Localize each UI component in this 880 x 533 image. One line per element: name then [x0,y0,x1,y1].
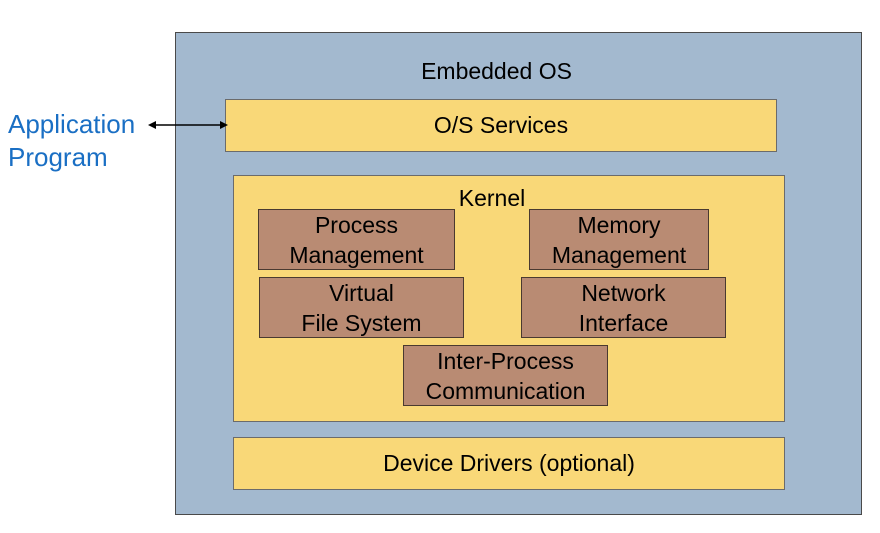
memory-management-line1: Memory [577,211,661,238]
bidirectional-arrow-icon [148,121,228,129]
network-interface-line2: Interface [578,309,669,336]
memory-management-line2: Management [551,241,687,268]
inter-process-communication-box: Inter-Process Communication [403,345,608,406]
kernel-label: Kernel [458,185,526,211]
os-services-box: O/S Services [225,99,777,152]
application-program-line1: Application [8,109,136,139]
virtual-file-system-box: Virtual File System [259,277,464,338]
network-interface-box: Network Interface [521,277,726,338]
inter-process-communication-line1: Inter-Process [437,347,574,374]
application-program-label: Application Program [8,108,135,174]
virtual-file-system-line1: Virtual [329,279,394,306]
embedded-os-label: Embedded OS [421,58,572,84]
network-interface-line1: Network [581,279,666,306]
memory-management-box: Memory Management [529,209,709,270]
virtual-file-system-line2: File System [301,309,422,336]
inter-process-communication-line2: Communication [425,377,586,404]
process-management-box: Process Management [258,209,455,270]
os-services-label: O/S Services [433,112,569,138]
device-drivers-box: Device Drivers (optional) [233,437,785,490]
device-drivers-label: Device Drivers (optional) [383,450,635,476]
process-management-line2: Management [289,241,424,268]
process-management-line1: Process [314,211,399,238]
application-program-line2: Program [8,142,108,172]
